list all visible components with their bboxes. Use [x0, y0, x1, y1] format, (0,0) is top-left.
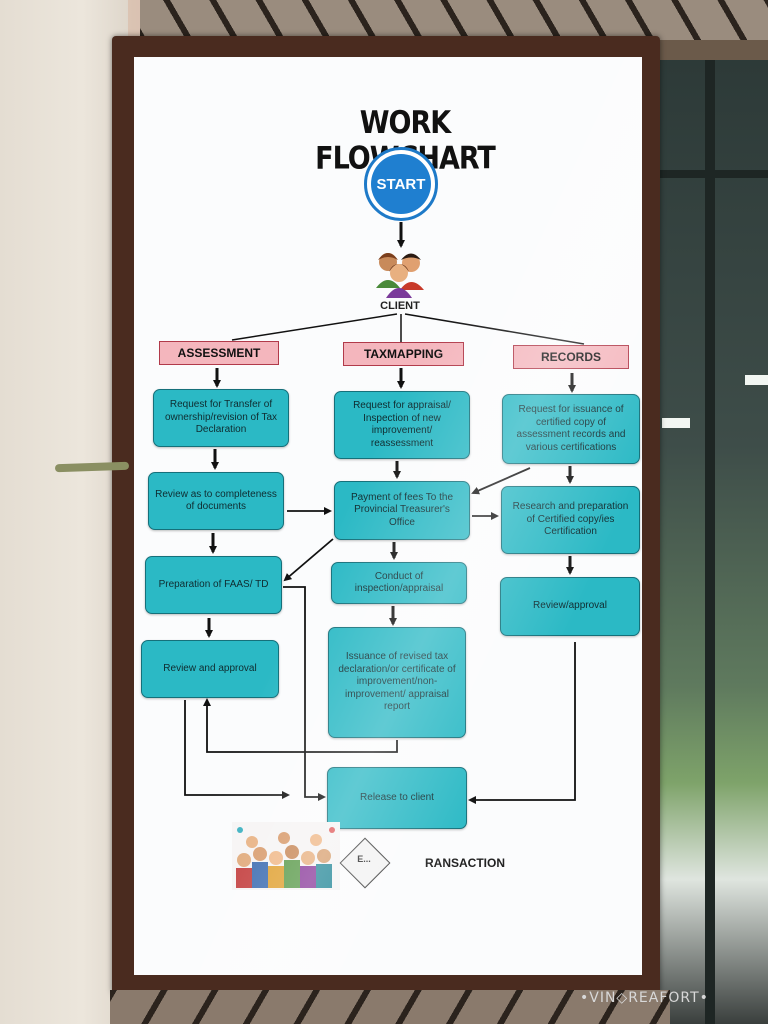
- step-review-completeness: Review as to completeness of documents: [148, 472, 284, 530]
- step-request-certified-copy: Request for issuance of certified copy o…: [502, 394, 640, 464]
- dept-taxmapping: TAXMAPPING: [343, 342, 464, 366]
- arrow-a4-release: [184, 700, 290, 799]
- poster-title: WORK FLOWCHART: [315, 105, 496, 176]
- step-preparation-faas: Preparation of FAAS/ TD: [145, 556, 282, 614]
- start-node: START: [364, 147, 438, 221]
- footer-transaction-text: RANSACTION: [425, 856, 505, 870]
- window-bar: [655, 170, 768, 178]
- window-bar: [705, 60, 715, 1024]
- watermark: •VIN◇REAFORT•: [580, 990, 709, 1006]
- arrow-t2-a3: [283, 538, 334, 582]
- step-conduct-inspection: Conduct of inspection/appraisal: [331, 562, 467, 604]
- dept-records: RECORDS: [513, 345, 629, 369]
- ceiling-light: [662, 418, 690, 428]
- step-review-approval: Review and approval: [141, 640, 279, 698]
- line-client-records: [404, 313, 585, 345]
- dept-assessment: ASSESSMENT: [159, 341, 279, 365]
- arrow-t4-a4: [203, 698, 398, 753]
- crowd-illustration: [232, 822, 340, 890]
- step-request-appraisal: Request for appraisal/ Inspection of new…: [334, 391, 470, 459]
- ceiling-light: [745, 375, 768, 385]
- line-client-assessment: [231, 313, 398, 341]
- top-window-grille: [140, 0, 768, 40]
- step-research-preparation: Research and preparation of Certified co…: [501, 486, 640, 554]
- bottom-window-grille: [110, 990, 670, 1024]
- step-release-to-client: Release to client: [327, 767, 467, 829]
- step-review-approval-records: Review/approval: [500, 577, 640, 636]
- step-request-transfer: Request for Transfer of ownership/revisi…: [153, 389, 289, 447]
- step-issuance-revised: Issuance of revised tax declaration/or c…: [328, 627, 466, 738]
- client-icon: [376, 253, 424, 298]
- start-label: START: [371, 154, 431, 214]
- arrow-r3-release: [468, 642, 576, 804]
- client-label: CLIENT: [380, 300, 420, 312]
- step-payment-fees: Payment of fees To the Provincial Treasu…: [334, 481, 470, 540]
- arrow-r1-t2: [471, 467, 531, 495]
- arrow-a3-release: [283, 586, 326, 801]
- footer-diamond-text: E...: [357, 854, 371, 864]
